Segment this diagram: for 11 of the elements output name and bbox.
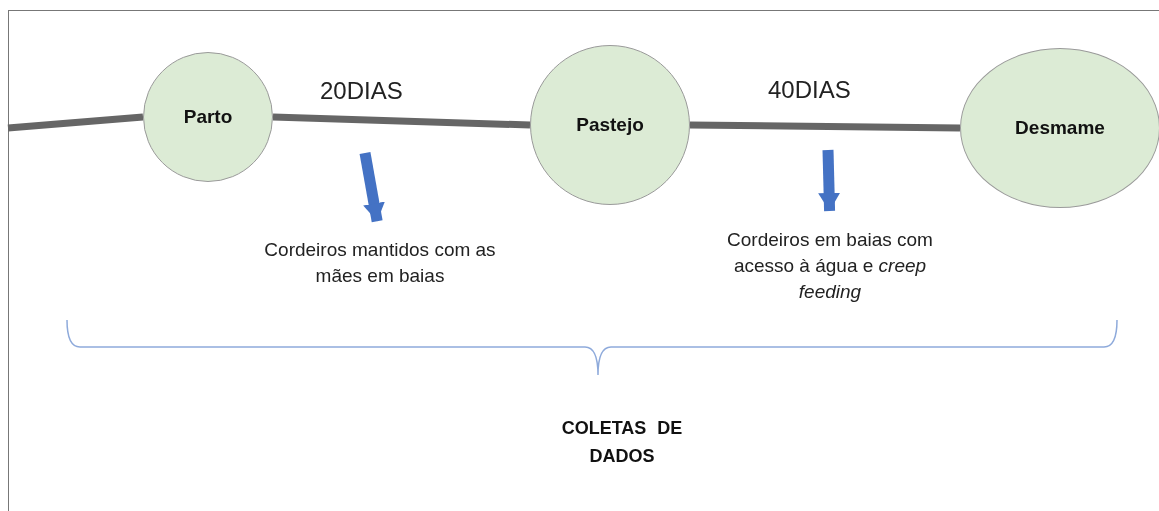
timeline-line <box>272 113 531 129</box>
stage-label: Pastejo <box>576 114 644 136</box>
note-text: Cordeiros em baias com acesso à água e creep feeding <box>710 227 950 307</box>
stage-label: Desmame <box>1015 117 1105 139</box>
timeline-line <box>689 121 961 132</box>
timeline-line <box>7 113 144 132</box>
note-text: Cordeiros mantidos com as mães em baias <box>255 237 505 291</box>
stage-label: Parto <box>183 106 233 128</box>
bracket-label: COLETAS DE DADOS <box>560 417 684 468</box>
arrow <box>359 152 385 223</box>
arrow <box>818 149 841 212</box>
